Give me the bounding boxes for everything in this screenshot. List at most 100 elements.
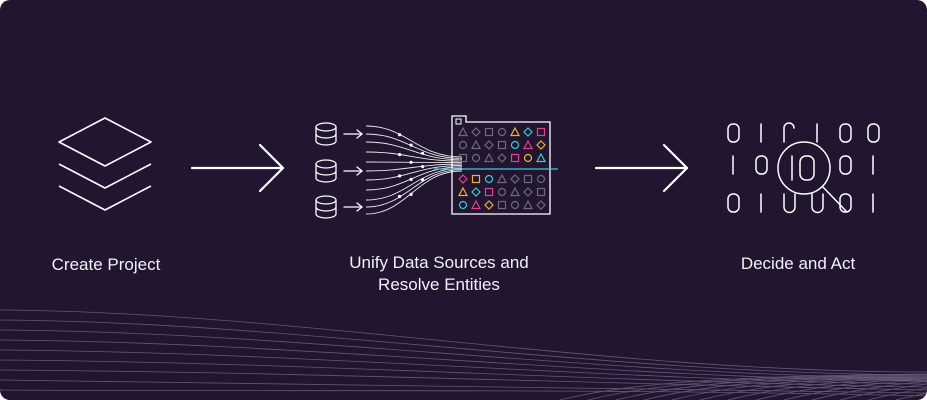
grid-shape	[471, 174, 481, 184]
flow-dot	[398, 153, 402, 157]
grid-shape	[536, 127, 546, 137]
grid-shape	[497, 187, 507, 197]
wave-line	[615, 375, 927, 400]
wave-line	[643, 377, 927, 400]
flow-dot	[409, 160, 413, 164]
wave-line	[0, 309, 927, 373]
grid-shape	[510, 200, 520, 210]
arrow-right-icon	[594, 143, 689, 193]
grid-shape	[523, 187, 533, 197]
grid-shape	[458, 153, 468, 163]
flow-line	[365, 166, 463, 191]
binary-digit	[839, 123, 852, 143]
wave-line	[699, 378, 927, 400]
database-icon	[315, 122, 337, 146]
grid-shape	[510, 153, 520, 163]
grid-shape	[523, 127, 533, 137]
grid-shape	[471, 187, 481, 197]
grid-shape	[458, 140, 468, 150]
grid-shape	[484, 127, 494, 137]
grid-shape	[536, 174, 546, 184]
flow-line	[365, 151, 463, 162]
binary-digit	[727, 123, 740, 143]
grid-shape	[471, 199, 481, 210]
grid-shape	[523, 174, 533, 184]
step-label-unify-data: Unify Data Sources and Resolve Entities	[318, 252, 560, 296]
flow-line	[365, 133, 463, 159]
flow-dot	[409, 143, 413, 147]
grid-shape	[536, 152, 546, 163]
grid-shape	[497, 200, 507, 210]
magnifier-icon	[777, 141, 847, 212]
flow-dot	[421, 151, 425, 155]
grid-shape	[471, 127, 481, 137]
database-icon	[315, 159, 337, 183]
grid-shape	[458, 186, 468, 197]
wave-line	[867, 386, 927, 400]
flow-dot	[409, 192, 413, 196]
flow-dot	[421, 165, 425, 169]
grid-shape	[484, 187, 494, 197]
step-label-text: Decide and Act	[740, 254, 856, 273]
grid-shape	[471, 153, 481, 163]
grid-shape	[536, 140, 546, 150]
wave-line	[0, 329, 927, 379]
flow-line	[365, 161, 463, 164]
grid-shape	[523, 153, 533, 163]
wave-line	[0, 369, 927, 391]
grid-shape	[510, 126, 520, 137]
binary-digit	[755, 155, 768, 175]
binary-digit	[727, 193, 740, 213]
grid-shape	[510, 186, 520, 197]
flow-line	[365, 163, 463, 172]
grid-shape	[458, 200, 468, 210]
wave-line	[559, 373, 927, 400]
wave-line	[0, 359, 927, 388]
database-icon	[315, 195, 337, 219]
flow-dot	[398, 174, 402, 178]
binary-digit	[839, 193, 852, 213]
wave-line	[0, 319, 927, 376]
grid-shape	[484, 174, 494, 184]
grid-shape	[484, 152, 494, 163]
binary-digit	[839, 155, 852, 175]
binary-digit	[811, 193, 824, 214]
flow-dot	[421, 178, 425, 182]
grid-shape	[497, 173, 507, 184]
grid-shape	[510, 174, 520, 184]
wave-line	[811, 381, 927, 400]
step-label-text: Resolve Entities	[378, 275, 500, 294]
wave-line	[671, 377, 927, 400]
layers-stack-icon	[58, 117, 152, 211]
grid-shape	[497, 153, 507, 163]
binary-digit	[783, 122, 795, 143]
grid-shape	[523, 139, 533, 150]
flow-line	[365, 169, 463, 208]
flow-line	[365, 164, 463, 181]
flow-dot	[398, 133, 402, 137]
grid-shape	[484, 140, 494, 150]
binary-digit	[867, 123, 880, 143]
flow-dot	[409, 177, 413, 181]
grid-shape	[458, 174, 468, 184]
grid-shape	[536, 200, 546, 210]
grid-shape	[497, 127, 507, 137]
step-label-create-project: Create Project	[20, 254, 192, 276]
data-unify-icon	[315, 115, 558, 219]
arrow-right-icon	[190, 143, 285, 193]
grid-shape	[536, 187, 546, 197]
wave-line	[587, 374, 927, 400]
grid-shape	[523, 199, 533, 210]
step-label-text: Unify Data Sources and	[349, 253, 529, 272]
wave-line	[895, 387, 927, 400]
flow-line	[365, 125, 463, 158]
small-arrow-icon	[343, 129, 364, 212]
grid-shape	[458, 126, 468, 137]
grid-shape	[497, 140, 507, 150]
binary-magnifier-icon	[727, 122, 880, 214]
flow-dot	[398, 194, 402, 199]
flow-line	[365, 141, 463, 161]
wave-line	[839, 383, 927, 400]
